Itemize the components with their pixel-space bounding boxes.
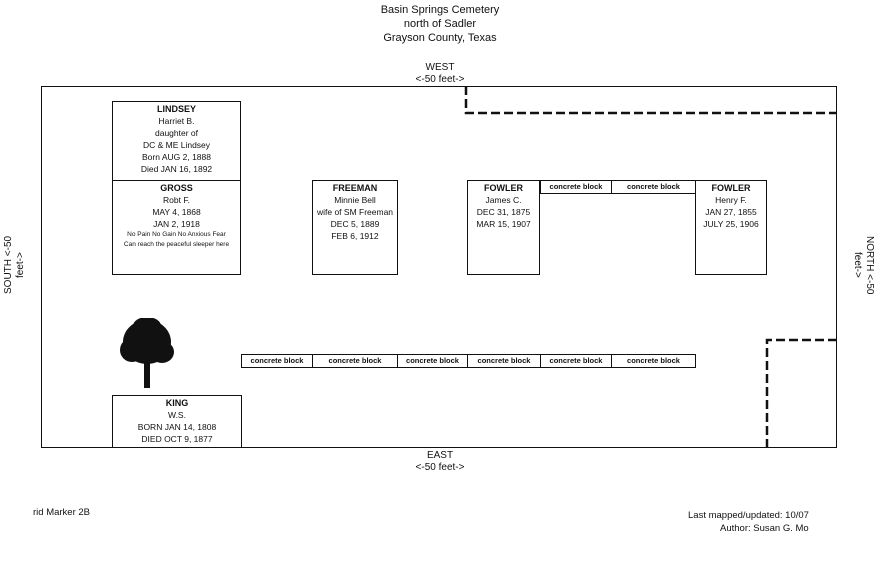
west-label: WEST <-50 feet->: [400, 62, 480, 86]
death-date: FEB 6, 1912: [331, 231, 379, 241]
grave-lindsey: LINDSEY Harriet B. daughter of DC & ME L…: [112, 101, 241, 181]
birth-date: Born AUG 2, 1888: [142, 152, 211, 162]
east-label: EAST <-50 feet->: [400, 450, 480, 474]
east-direction: EAST: [426, 450, 454, 461]
concrete-block: concrete block: [397, 354, 468, 368]
death-date: MAR 15, 1907: [476, 219, 531, 229]
given-name: Harriet B.: [158, 116, 195, 126]
tree-icon: [120, 318, 174, 388]
birth-date: DEC 31, 1875: [476, 207, 531, 217]
death-date: DIED OCT 9, 1877: [141, 434, 213, 444]
title-line-1: Basin Springs Cemetery: [380, 4, 500, 16]
grid-marker-label: rid Marker 2B: [33, 507, 91, 518]
surname: GROSS: [160, 183, 193, 193]
birth-date: BORN JAN 14, 1808: [137, 422, 217, 432]
north-scale: <-50 feet->: [852, 252, 875, 295]
concrete-block: concrete block: [611, 180, 696, 194]
cemetery-plot-boundary: [41, 86, 837, 448]
cemetery-title: Basin Springs Cemetery north of Sadler G…: [0, 3, 880, 45]
title-line-3: Grayson County, Texas: [383, 32, 497, 44]
birth-date: DEC 5, 1889: [330, 219, 380, 229]
east-dashed-enclosure: [765, 338, 837, 448]
given-name: W.S.: [168, 410, 186, 420]
epitaph-line-2: Can reach the peaceful sleeper here: [123, 241, 230, 248]
surname: FOWLER: [484, 183, 523, 193]
concrete-block: concrete block: [540, 354, 612, 368]
death-date: JAN 2, 1918: [153, 219, 200, 229]
north-label: NORTH <-50 feet->: [851, 228, 875, 302]
concrete-block: concrete block: [467, 354, 541, 368]
concrete-block: concrete block: [241, 354, 313, 368]
title-line-2: north of Sadler: [403, 18, 477, 30]
given-name: Robt F.: [163, 195, 190, 205]
death-date: JULY 25, 1906: [703, 219, 759, 229]
given-name: James C.: [485, 195, 522, 205]
grave-gross: GROSS Robt F. MAY 4, 1868 JAN 2, 1918 No…: [112, 180, 241, 275]
east-scale: <-50 feet->: [415, 462, 465, 473]
relation: daughter of: [154, 128, 198, 138]
concrete-block: concrete block: [540, 180, 612, 194]
parents: DC & ME Lindsey: [142, 140, 211, 150]
grave-king: KING W.S. BORN JAN 14, 1808 DIED OCT 9, …: [112, 395, 242, 448]
surname: LINDSEY: [156, 104, 196, 114]
concrete-block: concrete block: [312, 354, 398, 368]
last-updated: Last mapped/updated: 10/07: [688, 510, 809, 521]
west-scale: <-50 feet->: [415, 74, 465, 85]
grave-fowler-james: FOWLER James C. DEC 31, 1875 MAR 15, 190…: [467, 180, 540, 275]
birth-date: JAN 27, 1855: [705, 207, 757, 217]
given-name: Minnie Bell: [334, 195, 376, 205]
given-name: Henry F.: [715, 195, 747, 205]
epitaph-line-1: No Pain No Gain No Anxious Fear: [127, 231, 226, 238]
author: Author: Susan G. Mo: [720, 523, 809, 534]
concrete-block: concrete block: [611, 354, 696, 368]
surname: FREEMAN: [332, 183, 378, 193]
grave-freeman: FREEMAN Minnie Bell wife of SM Freeman D…: [312, 180, 398, 275]
west-dashed-enclosure: [464, 86, 837, 115]
birth-date: MAY 4, 1868: [152, 207, 201, 217]
relation: wife of SM Freeman: [316, 207, 394, 217]
grave-fowler-henry: FOWLER Henry F. JAN 27, 1855 JULY 25, 19…: [695, 180, 767, 275]
surname: FOWLER: [711, 183, 751, 193]
north-direction: NORTH: [864, 235, 875, 272]
death-date: Died JAN 16, 1892: [140, 164, 213, 174]
west-direction: WEST: [425, 62, 455, 73]
surname: KING: [165, 398, 189, 408]
